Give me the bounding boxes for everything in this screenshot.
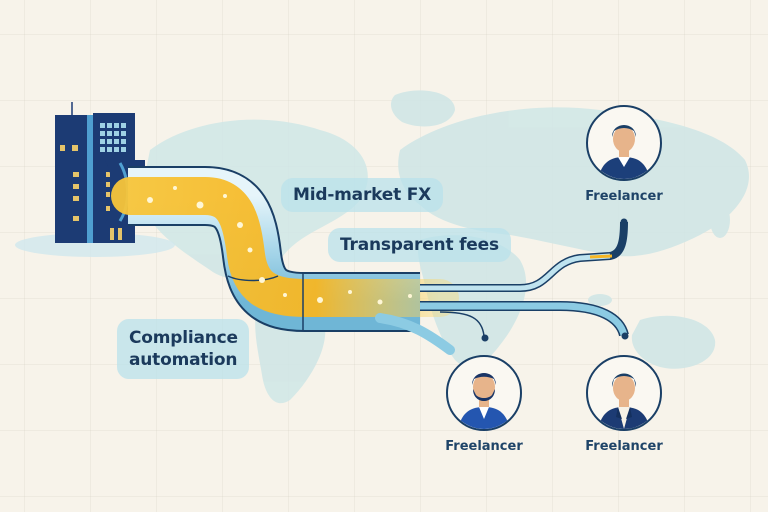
freelancer-bottom-right: Freelancer xyxy=(576,355,672,454)
branch-pipes xyxy=(375,218,629,355)
freelancer-bottom-middle: Freelancer xyxy=(436,355,532,454)
payment-pipe xyxy=(111,166,459,332)
compliance-automation-label: Compliance automation xyxy=(117,319,249,379)
freelancer-avatar-icon xyxy=(586,355,662,431)
freelancer-top-right: Freelancer xyxy=(576,105,672,204)
freelancer-avatar-icon xyxy=(586,105,662,181)
freelancer-label: Freelancer xyxy=(585,439,663,454)
freelancer-avatar-icon xyxy=(446,355,522,431)
transparent-fees-label: Transparent fees xyxy=(328,228,511,262)
freelancer-label: Freelancer xyxy=(585,189,663,204)
freelancer-label: Freelancer xyxy=(445,439,523,454)
mid-market-fx-label: Mid-market FX xyxy=(281,178,444,212)
